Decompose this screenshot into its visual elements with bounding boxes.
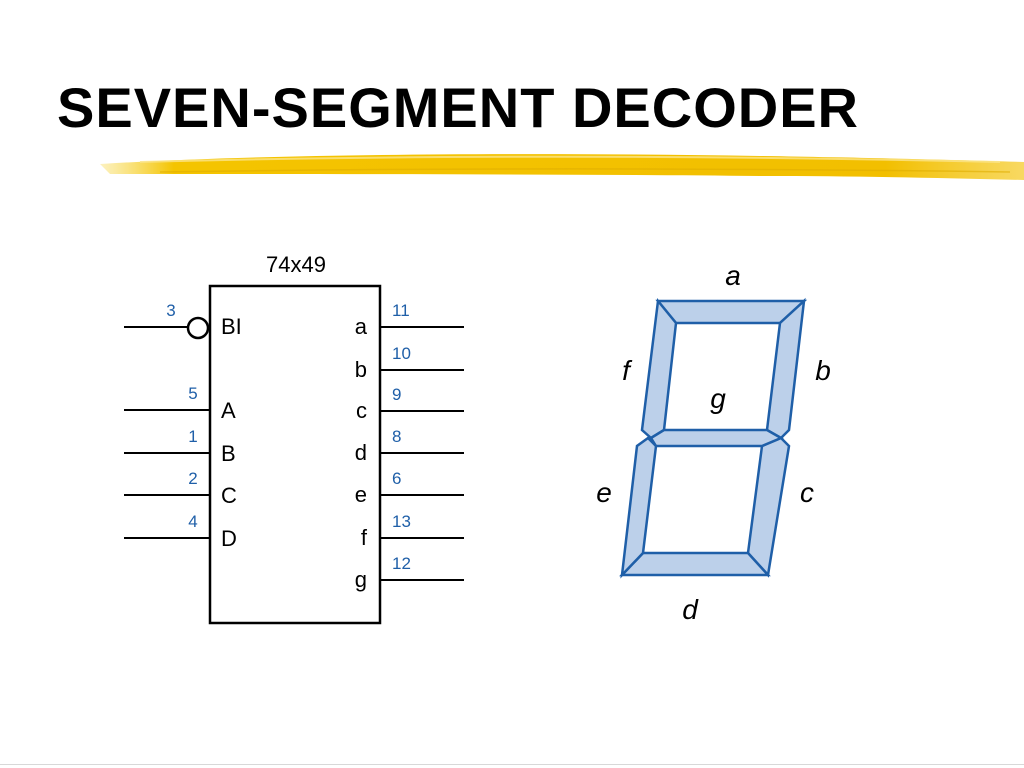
output-pin-f: 13 f — [361, 512, 464, 550]
seven-segment-display: a b c d e f g — [596, 260, 831, 625]
pin-number-bi: 3 — [166, 301, 175, 320]
title-underline — [100, 154, 1024, 180]
input-pin-b: 1 B — [124, 427, 236, 466]
segment-label-b: b — [815, 355, 831, 386]
chip-body — [208, 284, 382, 625]
pin-number-b: 1 — [188, 427, 197, 446]
pin-label-d: D — [221, 526, 237, 551]
segment-c — [746, 436, 791, 578]
pin-label-out-c: c — [356, 398, 367, 423]
pin-number-out-f: 13 — [392, 512, 411, 531]
segment-label-c: c — [800, 477, 814, 508]
pin-label-out-b: b — [355, 357, 367, 382]
chip-part-number: 74x49 — [266, 252, 326, 277]
input-pin-c: 2 C — [124, 469, 237, 508]
input-pin-bi: 3 BI — [124, 301, 242, 340]
pin-label-b: B — [221, 441, 236, 466]
pin-label-out-f: f — [361, 525, 368, 550]
segment-e — [620, 436, 658, 579]
segment-f — [640, 297, 678, 440]
inversion-bubble-icon — [186, 316, 210, 340]
input-pin-a: 5 A — [124, 384, 236, 423]
pin-label-out-g: g — [355, 567, 367, 592]
pin-label-a: A — [221, 398, 236, 423]
output-pin-g: 12 g — [355, 554, 464, 592]
output-pin-d: 8 d — [355, 427, 464, 465]
segment-label-a: a — [725, 260, 741, 291]
pin-label-c: C — [221, 483, 237, 508]
output-pin-b: 10 b — [355, 344, 464, 382]
pin-number-out-g: 12 — [392, 554, 411, 573]
pin-number-c: 2 — [188, 469, 197, 488]
input-pin-d: 4 D — [124, 512, 237, 551]
output-pin-e: 6 e — [355, 469, 464, 507]
pin-label-out-d: d — [355, 440, 367, 465]
output-pin-a: 11 a — [355, 301, 464, 339]
segment-g — [649, 428, 784, 448]
segment-label-g: g — [710, 383, 726, 414]
output-pin-c: 9 c — [356, 385, 464, 423]
pin-number-out-c: 9 — [392, 385, 401, 404]
pin-label-out-e: e — [355, 482, 367, 507]
bottom-rule — [0, 764, 1024, 765]
segment-label-d: d — [682, 594, 699, 625]
pin-label-out-a: a — [355, 314, 368, 339]
segment-d — [619, 551, 771, 577]
pin-number-out-d: 8 — [392, 427, 401, 446]
pin-number-out-b: 10 — [392, 344, 411, 363]
pin-number-out-e: 6 — [392, 469, 401, 488]
slide-title: SEVEN-SEGMENT DECODER — [57, 76, 859, 139]
segment-label-e: e — [596, 477, 612, 508]
pin-number-d: 4 — [188, 512, 197, 531]
segment-label-f: f — [622, 355, 633, 386]
decoder-chip-diagram: 74x49 3 BI 5 A 1 B 2 C 4 D — [124, 252, 464, 625]
pin-number-a: 5 — [188, 384, 197, 403]
pin-number-out-a: 11 — [392, 301, 410, 320]
pin-label-bi: BI — [221, 314, 242, 339]
